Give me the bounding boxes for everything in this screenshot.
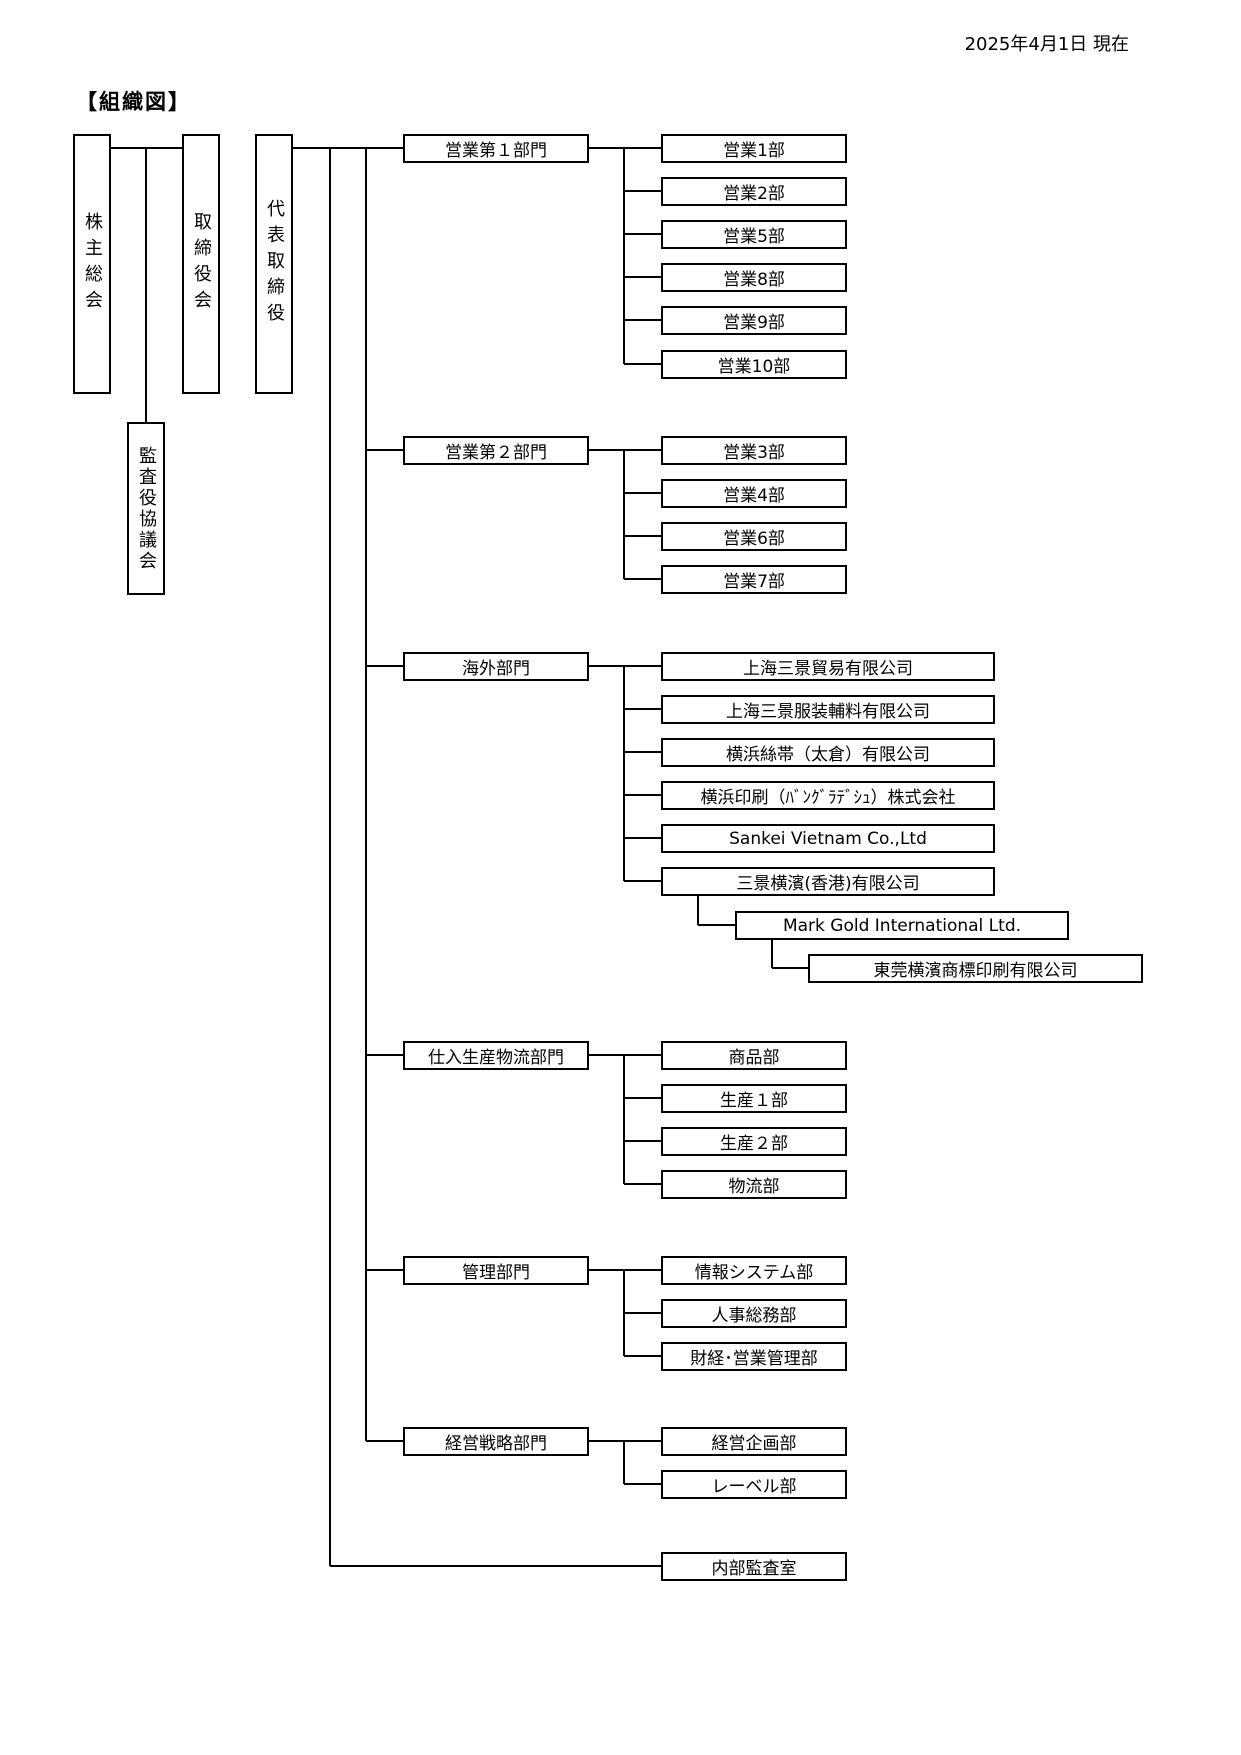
dept-box: 財経･営業管理部: [661, 1342, 847, 1371]
division-overseas: 海外部門: [403, 652, 589, 681]
dept-box: 営業4部: [661, 479, 847, 508]
audit-council-label: 監査役協議会: [136, 445, 157, 572]
audit-council-box: 監査役協議会: [127, 422, 165, 595]
page-title: 【組織図】: [76, 90, 191, 114]
division-sales-1: 営業第１部門: [403, 134, 589, 163]
board-of-directors-box: 取締役会: [182, 134, 220, 394]
dept-box: レーベル部: [661, 1470, 847, 1499]
dept-box: 物流部: [661, 1170, 847, 1199]
dept-box: 営業2部: [661, 177, 847, 206]
dept-box: 生産２部: [661, 1127, 847, 1156]
dept-box: 営業6部: [661, 522, 847, 551]
shareholders-meeting-label: 株主総会: [82, 212, 103, 316]
subsidiary-box: Sankei Vietnam Co.,Ltd: [661, 824, 995, 853]
internal-audit-box: 内部監査室: [661, 1552, 847, 1581]
subsidiary-box: 東莞横濱商標印刷有限公司: [808, 954, 1143, 983]
dept-box: 商品部: [661, 1041, 847, 1070]
dept-box: 営業8部: [661, 263, 847, 292]
representative-director-label: 代表取締役: [264, 199, 285, 329]
division-administration: 管理部門: [403, 1256, 589, 1285]
dept-box: 生産１部: [661, 1084, 847, 1113]
dept-box: 営業1部: [661, 134, 847, 163]
as-of-date: 2025年4月1日 現在: [964, 34, 1129, 55]
division-procurement: 仕入生産物流部門: [403, 1041, 589, 1070]
dept-box: 情報システム部: [661, 1256, 847, 1285]
subsidiary-box: Mark Gold International Ltd.: [735, 911, 1069, 940]
dept-box: 営業3部: [661, 436, 847, 465]
subsidiary-box: 上海三景服装輔料有限公司: [661, 695, 995, 724]
subsidiary-box: 横浜絲帯（太倉）有限公司: [661, 738, 995, 767]
dept-box: 経営企画部: [661, 1427, 847, 1456]
dept-box: 営業10部: [661, 350, 847, 379]
division-sales-2: 営業第２部門: [403, 436, 589, 465]
subsidiary-box: 三景横濱(香港)有限公司: [661, 867, 995, 896]
subsidiary-box: 上海三景貿易有限公司: [661, 652, 995, 681]
subsidiary-box: 横浜印刷（ﾊﾞﾝｸﾞﾗﾃﾞｼｭ）株式会社: [661, 781, 995, 810]
shareholders-meeting-box: 株主総会: [73, 134, 111, 394]
dept-box: 人事総務部: [661, 1299, 847, 1328]
board-of-directors-label: 取締役会: [191, 212, 212, 316]
dept-box: 営業5部: [661, 220, 847, 249]
division-strategy: 経営戦略部門: [403, 1427, 589, 1456]
representative-director-box: 代表取締役: [255, 134, 293, 394]
dept-box: 営業9部: [661, 306, 847, 335]
dept-box: 営業7部: [661, 565, 847, 594]
